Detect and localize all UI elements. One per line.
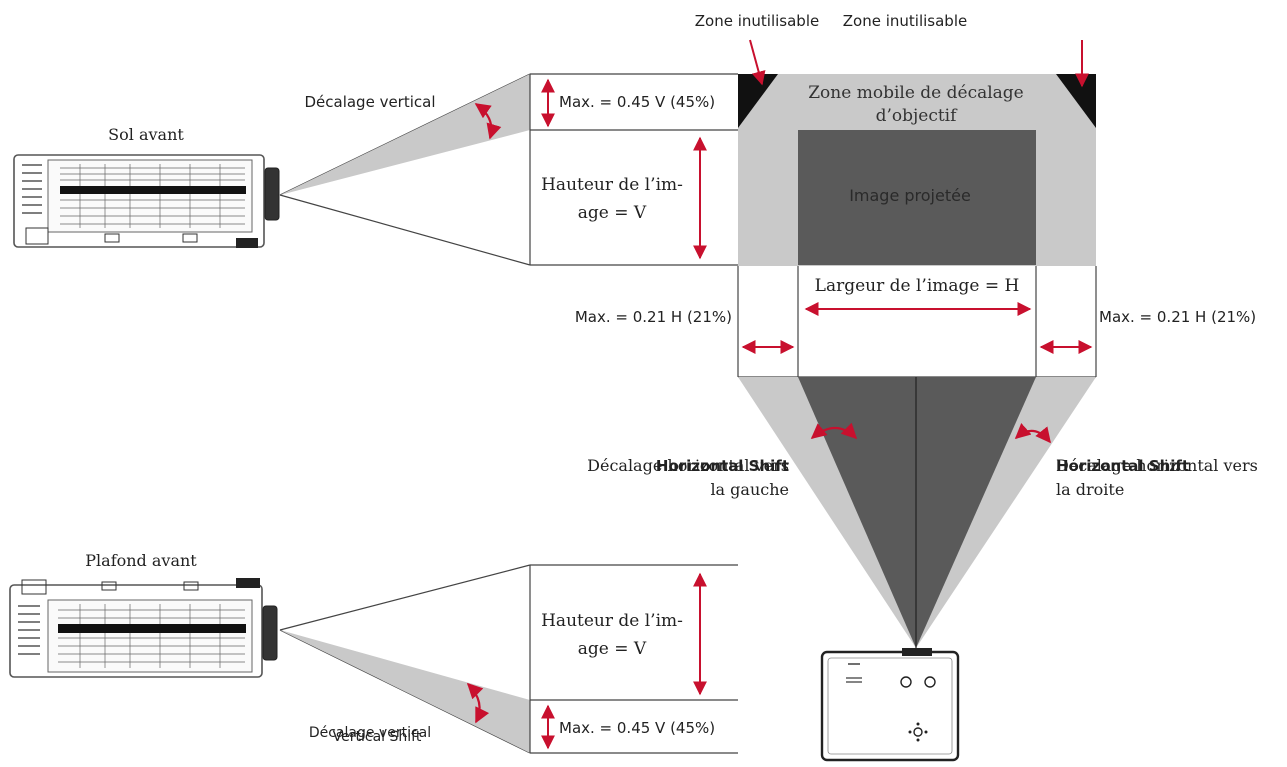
max-h-left-label: Max. = 0.21 H (21%): [575, 308, 732, 326]
bottom-measure-box: [529, 564, 738, 754]
image-height-top-label-1: Hauteur de l’im-: [541, 175, 683, 195]
top-vertical-shift-wedge: [280, 74, 530, 195]
image-height-bottom-label-2: age = V: [578, 639, 647, 659]
unusable-left-arrow: [749, 39, 766, 86]
shift-left-arrow: [810, 422, 858, 440]
projected-image: [798, 130, 1036, 265]
shift-zone-label-1: Zone mobile de décalage: [808, 83, 1024, 103]
unusable-zone-label-right: Zone inutilisable: [843, 12, 967, 30]
bottom-vertical-shift-label: Décalage vertical: [309, 725, 431, 741]
top-vertical-shift-label: Décalage vertical: [304, 93, 435, 111]
projector-top-view: [820, 648, 960, 762]
shift-zone-label-2: d’objectif: [876, 106, 959, 126]
unusable-zone-label-left: Zone inutilisable: [695, 12, 819, 30]
top-vertical-shift-arrow: [474, 103, 502, 140]
horizontal-projection-beam: [798, 377, 1036, 648]
projected-image-label: Image projetée: [849, 186, 971, 205]
image-height-bottom-label-1: Hauteur de l’im-: [541, 611, 683, 631]
unusable-zone-right: [1056, 74, 1096, 128]
shift-right-label-1: Décalage horizontal vers: [1056, 456, 1258, 475]
unusable-zone-left: [738, 74, 778, 128]
shift-right-overlay: Horizontal Shift: [1056, 457, 1189, 475]
image-width-label: Largeur de l’image = H: [815, 276, 1020, 296]
shift-right-arrow: [1014, 423, 1051, 444]
shift-left-label-1: Décalage horizontal vers: [587, 456, 789, 475]
max-v-bottom-label: Max. = 0.45 V (45%): [559, 719, 715, 737]
shift-left-label-2: la gauche: [710, 480, 789, 499]
bottom-vertical-shift-overlay: Vertical Shift: [333, 729, 422, 745]
max-v-top-label: Max. = 0.45 V (45%): [559, 93, 715, 111]
top-measure-box: [529, 73, 738, 266]
bottom-vertical-shift-arrow: [466, 682, 490, 724]
image-height-top-label-2: age = V: [578, 203, 647, 223]
front-floor-projector: [13, 154, 280, 248]
shift-right-label-2: la droite: [1056, 480, 1124, 499]
front-floor-label: Sol avant: [108, 125, 184, 144]
front-ceiling-projector: [9, 578, 278, 678]
max-h-right-label: Max. = 0.21 H (21%): [1099, 308, 1256, 326]
front-ceiling-label: Plafond avant: [85, 551, 197, 570]
shift-left-overlay: Horizontal Shift: [656, 457, 789, 475]
